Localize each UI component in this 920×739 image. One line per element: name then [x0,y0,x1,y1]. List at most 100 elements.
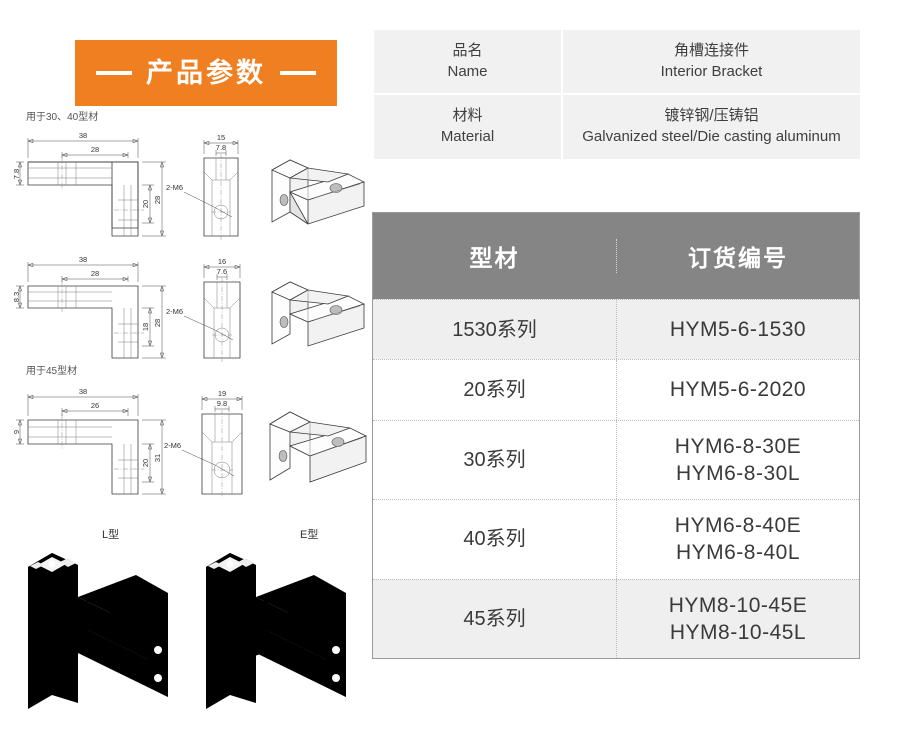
drawing-row-1: 38 28 7.8 [12,128,368,248]
spec-code-1530-line-1: HYM5-6-1530 [669,318,807,341]
product-photo-l-type-svg [28,553,168,709]
iso-view-3 [269,411,368,483]
info-value-material-en: Galvanized steel/Die casting aluminum [582,128,841,146]
spec-header-order-code: 订货编号 [616,239,859,273]
spec-header-profile: 型材 [469,245,520,271]
info-label-name-en: Name [447,62,488,80]
drawing-row-3-svg: 38 26 9 [12,387,368,498]
spec-profile-45: 45系列 [463,608,526,631]
drawing-row-1-svg: 38 28 7.8 [12,131,366,240]
spec-row-40: 40系列 HYM6-8-40E HYM6-8-40L [373,499,859,579]
spec-code-40: HYM6-8-40E HYM6-8-40L [616,500,859,579]
info-value-material: 镀锌钢/压铸铝 Galvanized steel/Die casting alu… [563,95,860,159]
dim-front-1-h-outer: 28 [153,196,162,204]
info-row-material: 材料 Material 镀锌钢/压铸铝 Galvanized steel/Die… [374,95,860,159]
iso-view-2 [271,281,366,347]
dim-front-2-h-inner: 18 [141,323,150,331]
spec-code-45-line-1: HYM8-10-45E [668,593,808,617]
photo-label-l-type: L型 [102,529,120,541]
spec-code-45: HYM8-10-45E HYM8-10-45L [616,579,859,659]
spec-row-1530: 1530系列 HYM5-6-1530 [373,299,859,360]
spec-code-lines-45: HYM8-10-45E HYM8-10-45L [669,592,808,647]
dim-front-1-h-inner: 20 [141,200,150,208]
dim-front-2-h-outer: 28 [153,319,162,327]
dim-front-2-w-inner: 28 [91,269,99,278]
spec-code-20: HYM5-6-2020 [616,360,859,420]
spec-row-45: 45系列 HYM8-10-45E HYM8-10-45L [373,578,859,659]
dim-front-3-w-outer: 38 [79,387,87,396]
dim-front-1-w-outer: 38 [79,131,87,140]
front-view-3: 38 26 9 [12,387,166,495]
banner-dash-left [96,71,132,75]
dim-front-1-h-left: 7.8 [12,169,21,179]
info-label-material: 材料 Material [374,95,561,159]
spec-column: 品名 Name 角槽连接件 Interior Bracket 材料 Materi… [368,0,920,739]
drawing-note-30-40: 用于30、40型材 [26,112,99,123]
drawing-row-2-svg: 38 28 8.3 [12,255,366,362]
spec-code-lines-30: HYM6-8-30E HYM6-8-30L [675,433,801,488]
spec-table: 型材 订货编号 1530系列 HYM5-6-1530 20系列 HYM5-6-2… [372,212,860,660]
dim-front-3-w-inner: 26 [91,401,99,410]
dim-side-3-w-inner: 9.8 [217,399,227,408]
dim-side-1-w-inner: 7.8 [216,143,226,152]
side-view-1: 2-M6 15 7.8 [166,133,239,240]
info-value-name: 角槽连接件 Interior Bracket [563,30,860,94]
spec-code-20-line-1: HYM5-6-2020 [669,378,807,402]
drawing-note-45: 用于45型材 [26,366,78,377]
spec-row-30: 30系列 HYM6-8-30E HYM6-8-30L [373,419,859,500]
dim-front-3-h-left: 9 [12,430,21,434]
info-label-material-cn: 材料 [452,107,483,125]
spec-code-40-line-2: HYM6-8-40L [675,541,801,565]
dim-front-3-h-outer: 31 [153,454,162,462]
info-value-material-cn: 镀锌钢/压铸铝 [664,107,759,125]
info-value-name-cn: 角槽连接件 [673,42,749,59]
dim-side-2-w-outer: 16 [218,257,226,266]
product-info-table: 品名 Name 角槽连接件 Interior Bracket 材料 Materi… [372,28,862,161]
spec-code-lines-40: HYM6-8-40E HYM6-8-40L [675,512,801,567]
dim-side-1-thread: 2-M6 [166,183,183,192]
drawing-row-3: 38 26 9 [12,382,368,502]
info-row-name: 品名 Name 角槽连接件 Interior Bracket [374,30,860,94]
spec-code-30-line-2: HYM6-8-30L [675,461,801,485]
spec-code-1530: HYM5-6-1530 [616,300,859,360]
dim-side-2-thread: 2-M6 [166,307,183,316]
dim-side-3-w-outer: 19 [218,389,226,398]
drawing-row-2: 38 28 8.3 [12,250,368,368]
spec-code-30-line-1: HYM6-8-30E [674,434,802,458]
info-label-material-en: Material [440,128,495,146]
front-view-1: 38 28 7.8 [12,131,166,237]
info-label-name-cn: 品名 [452,42,483,59]
spec-profile-20: 20系列 [463,378,526,401]
drawings-column: 产品参数 用于30、40型材 用于45型材 [0,0,368,739]
spec-table-header: 型材 订货编号 [373,213,859,299]
dim-front-3-h-inner: 20 [141,459,150,467]
banner-title: 产品参数 [146,57,266,88]
section-banner: 产品参数 [75,40,337,106]
product-photo-e-type [196,545,361,730]
spec-code-lines-1530: HYM5-6-1530 [670,316,806,343]
dim-front-2-h-left: 8.3 [12,292,21,302]
spec-row-20: 20系列 HYM5-6-2020 [373,359,859,420]
spec-code-30: HYM6-8-30E HYM6-8-30L [616,420,859,500]
spec-code-lines-20: HYM5-6-2020 [670,376,806,403]
dim-front-2-w-outer: 38 [79,255,87,264]
banner-dash-right [280,71,316,75]
product-photo-l-type [18,545,183,730]
iso-view-1 [271,159,366,225]
side-view-2: 2-M6 16 7.6 [166,257,241,362]
dim-side-3-thread: 2-M6 [164,441,181,450]
spec-profile-40: 40系列 [463,528,526,551]
spec-profile-1530: 1530系列 [452,318,537,341]
info-label-name: 品名 Name [374,30,561,94]
photo-label-e-type: E型 [300,529,319,541]
product-photo-e-type-svg [206,553,346,709]
spec-code-40-line-1: HYM6-8-40E [674,514,802,538]
dim-side-1-w-outer: 15 [217,133,225,142]
spec-code-45-line-2: HYM8-10-45L [669,621,807,645]
dim-side-2-w-inner: 7.6 [217,267,227,276]
dim-front-1-w-inner: 28 [91,145,99,154]
info-value-name-en: Interior Bracket [660,62,763,80]
front-view-2: 38 28 8.3 [12,255,166,359]
side-view-3: 2-M6 19 9.8 [164,389,243,498]
